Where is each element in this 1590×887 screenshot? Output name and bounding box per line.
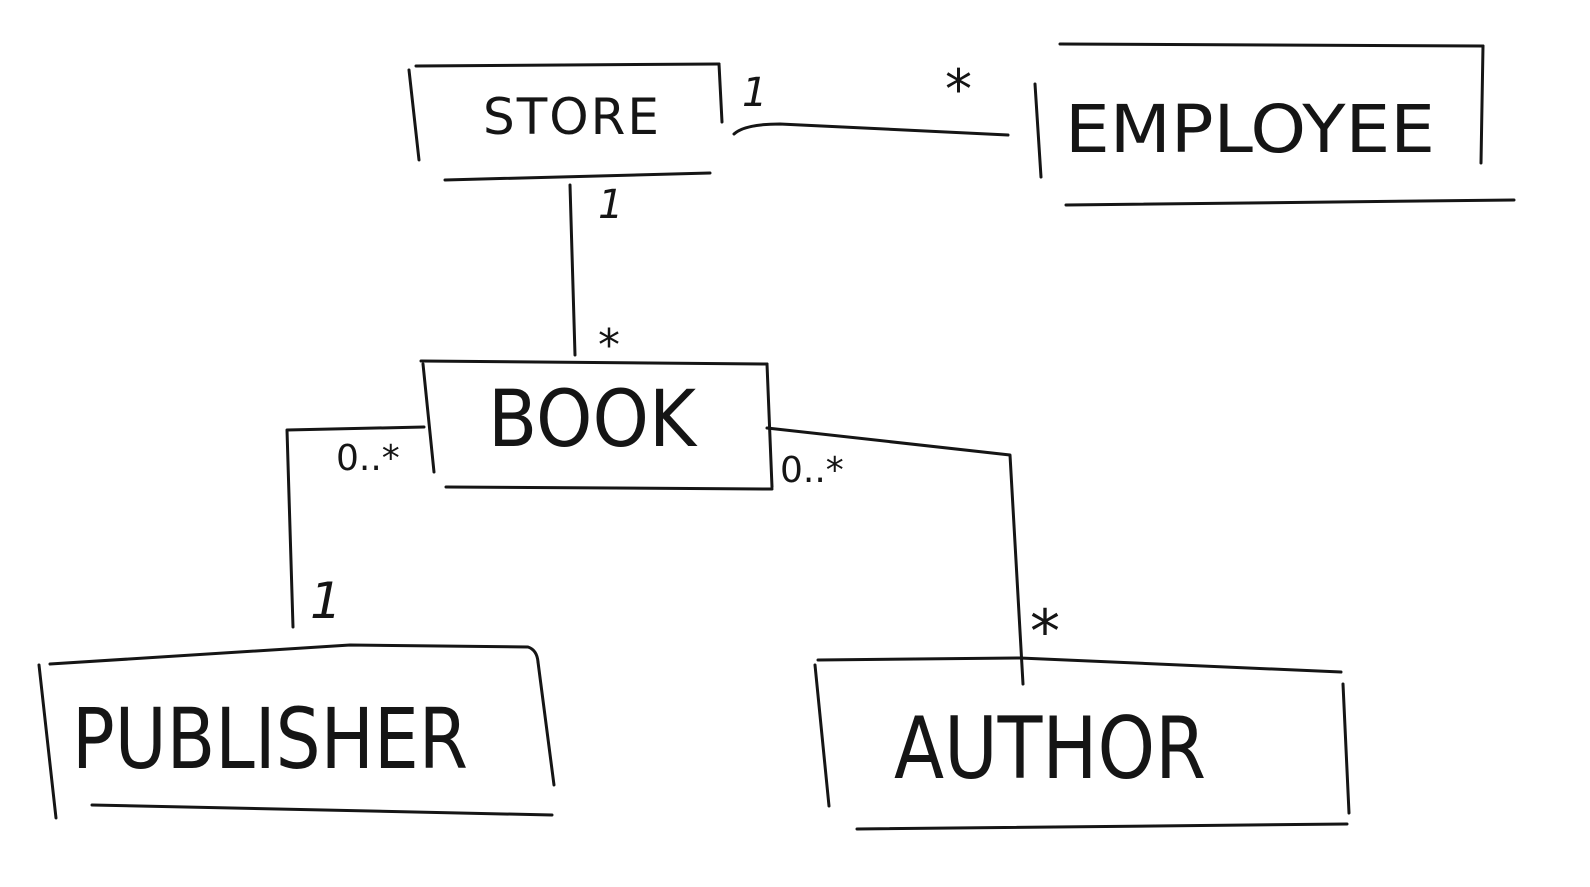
book-box-right xyxy=(765,362,774,489)
author-box-top xyxy=(816,656,1343,674)
multiplicity-book-publisher-book-end: 0..* xyxy=(336,438,400,479)
publisher-entity[interactable]: PUBLISHER xyxy=(37,643,556,820)
association-book-publisher[interactable]: 0..* 1 xyxy=(285,425,426,630)
employee-box-right xyxy=(1479,44,1485,165)
multiplicity-book-author-author-end: * xyxy=(1030,597,1060,667)
author-label: AUTHOR xyxy=(894,699,1206,799)
store-box-left xyxy=(407,68,421,162)
association-store-book[interactable]: 1 * xyxy=(568,182,623,371)
multiplicity-store-book-book-end: * xyxy=(598,320,620,371)
store-box-right xyxy=(717,62,724,124)
association-line xyxy=(765,426,1025,686)
author-entity[interactable]: AUTHOR xyxy=(813,656,1351,831)
book-box-bottom xyxy=(444,485,774,491)
publisher-box-left xyxy=(37,663,58,820)
multiplicity-store-employee-employee-end: * xyxy=(945,58,972,121)
multiplicity-book-author-book-end: 0..* xyxy=(780,450,844,491)
book-label: BOOK xyxy=(488,375,698,465)
store-box-top xyxy=(414,62,721,68)
employee-label: EMPLOYEE xyxy=(1065,91,1435,168)
book-entity[interactable]: BOOK xyxy=(419,359,774,491)
author-box-left xyxy=(813,663,831,808)
multiplicity-book-publisher-publisher-end: 1 xyxy=(310,572,342,630)
association-line xyxy=(732,122,1010,137)
publisher-box-bottom xyxy=(90,803,554,817)
book-box-top xyxy=(419,359,769,366)
multiplicity-store-employee-store-end: 1 xyxy=(742,70,767,116)
association-line xyxy=(568,183,577,357)
store-entity[interactable]: STORE xyxy=(407,62,724,182)
multiplicity-store-book-store-end: 1 xyxy=(598,182,623,228)
employee-box-left xyxy=(1033,82,1043,179)
employee-entity[interactable]: EMPLOYEE xyxy=(1033,42,1516,207)
association-store-employee[interactable]: 1 * xyxy=(732,58,1010,137)
author-box-right xyxy=(1341,682,1351,815)
publisher-label: PUBLISHER xyxy=(72,690,468,788)
publisher-box-top xyxy=(48,643,540,666)
store-label: STORE xyxy=(483,88,661,146)
association-book-author[interactable]: 0..* * xyxy=(765,426,1060,686)
employee-box-top xyxy=(1058,42,1485,48)
employee-box-bottom xyxy=(1064,198,1516,207)
book-box-left xyxy=(421,362,436,474)
publisher-box-right xyxy=(536,660,556,787)
association-line xyxy=(285,425,426,629)
author-box-bottom xyxy=(855,822,1349,831)
store-box-bottom xyxy=(443,171,712,182)
